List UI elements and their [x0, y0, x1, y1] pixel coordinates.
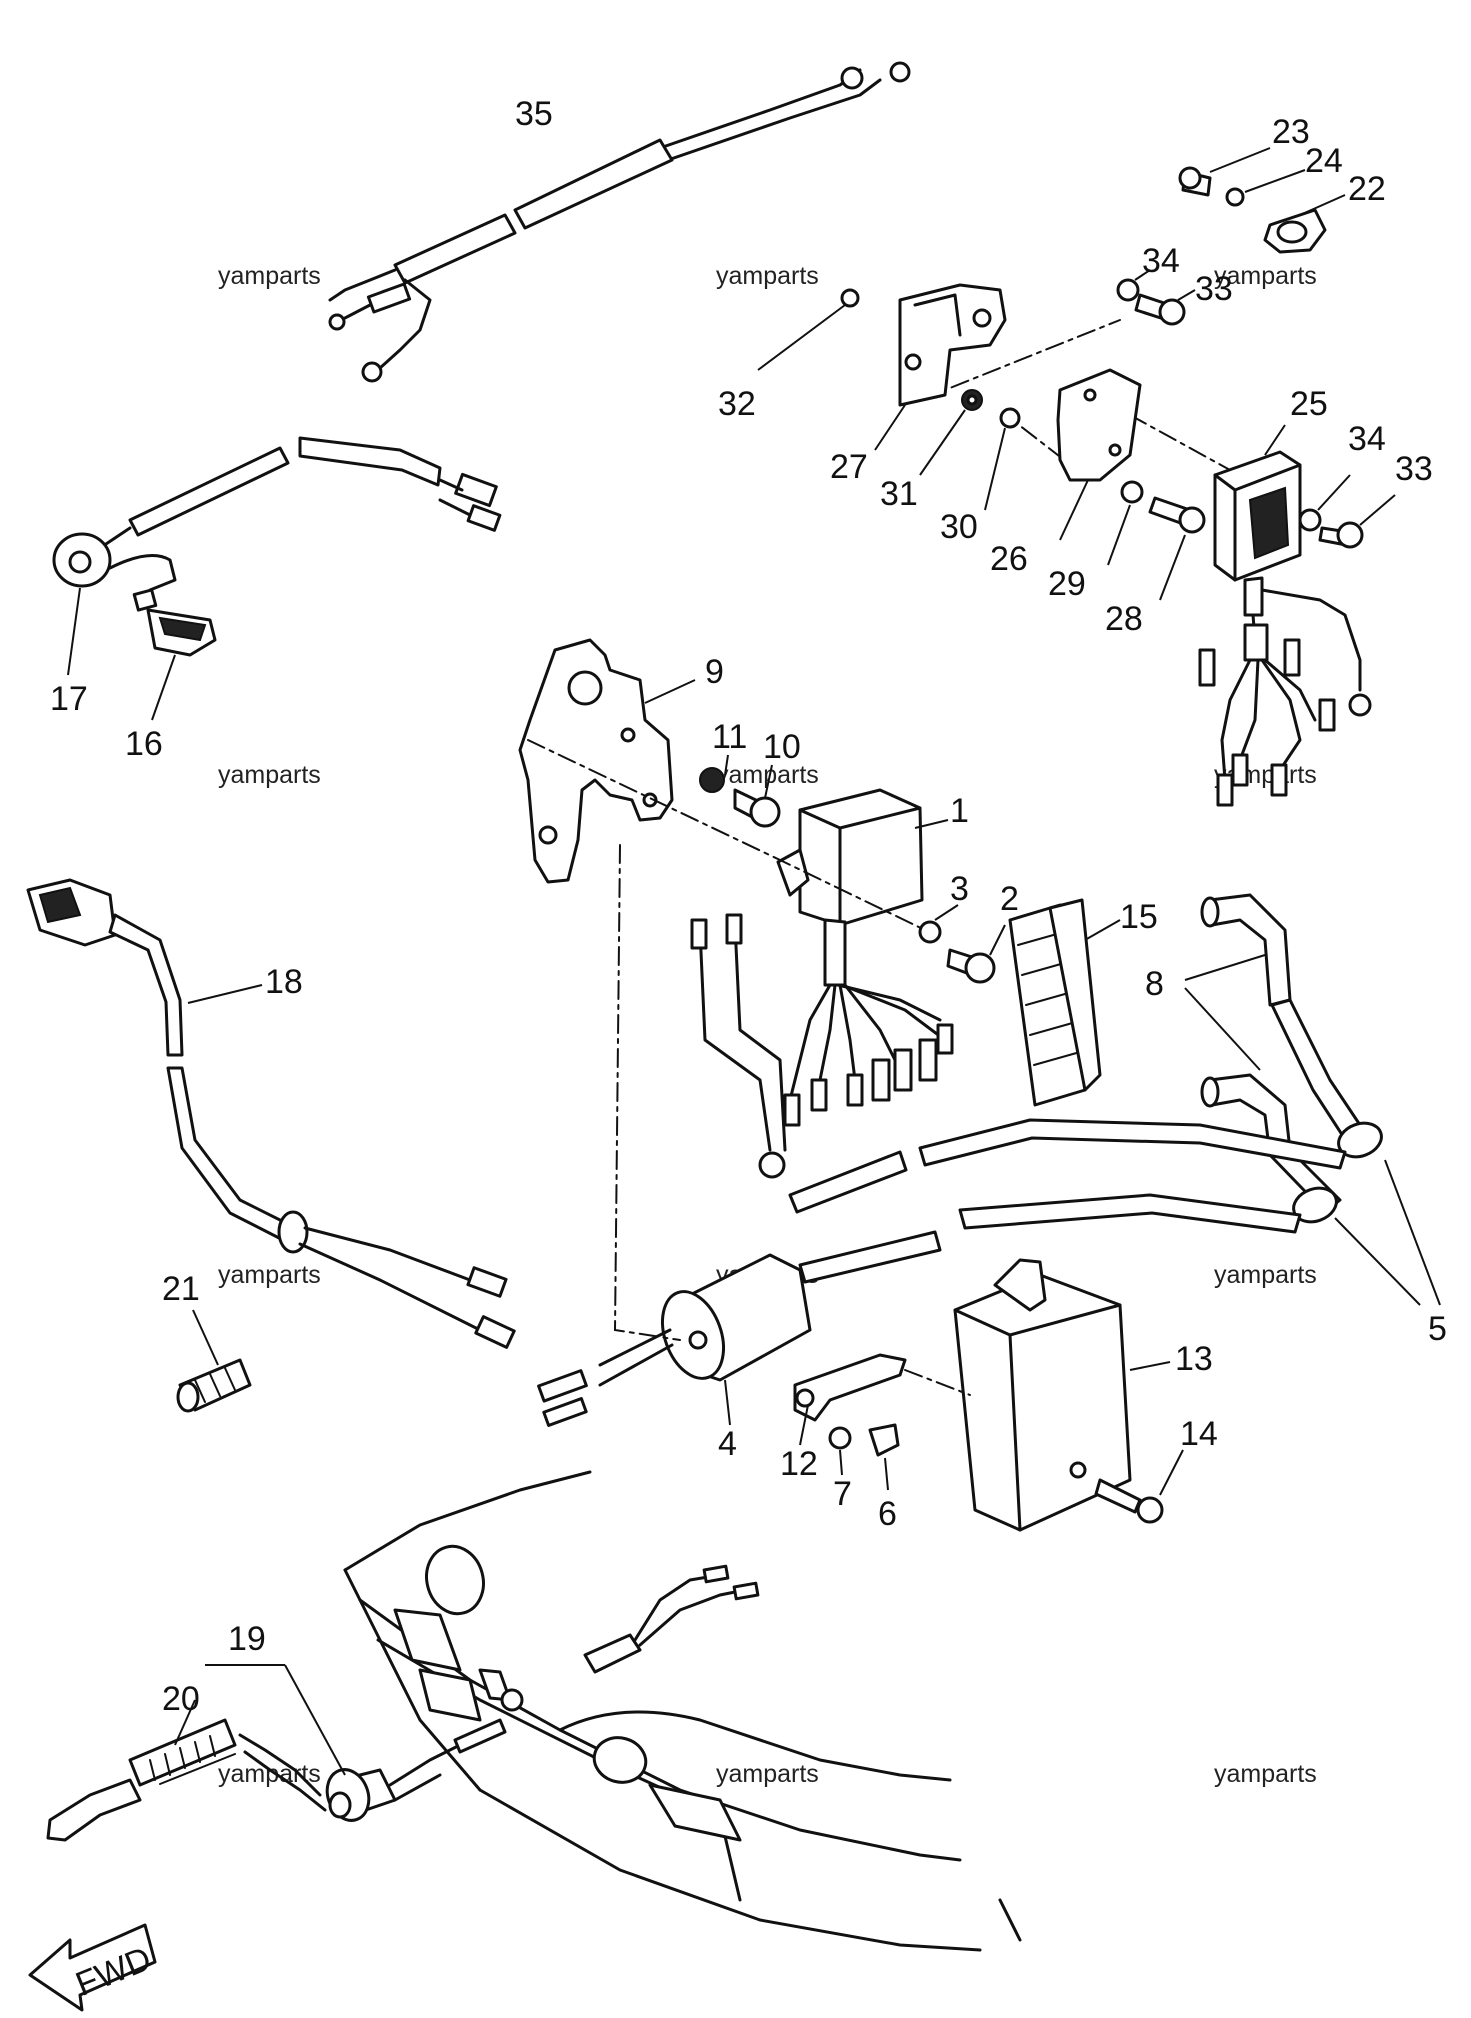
- label-part-6: 6: [878, 1495, 897, 1533]
- parts-2-3-fasteners: [918, 904, 1006, 984]
- label-part-13: 13: [1175, 1340, 1213, 1378]
- part-8-plug-caps: [1184, 893, 1292, 1157]
- part-callouts: 35 23 24 22 34 33 32 25 34 27 33 31 30 2…: [50, 95, 1447, 1718]
- part-17-cable: [52, 436, 502, 676]
- part-21-spring: [176, 1309, 252, 1413]
- label-part-8: 8: [1145, 965, 1164, 1003]
- label-part-16: 16: [125, 725, 163, 763]
- label-part-33b: 33: [1395, 450, 1433, 488]
- watermark: yamparts: [218, 1760, 321, 1788]
- part-19-stop-switch: [205, 1664, 507, 1822]
- label-part-33a: 33: [1195, 270, 1233, 308]
- label-part-20: 20: [162, 1680, 200, 1718]
- watermark: yamparts: [716, 1760, 819, 1788]
- label-part-35: 35: [515, 95, 553, 133]
- part-18-cable: [26, 878, 516, 1349]
- label-part-26: 26: [990, 540, 1028, 578]
- label-part-27: 27: [830, 448, 868, 486]
- label-part-22: 22: [1348, 170, 1386, 208]
- parts-10-11-fasteners: [699, 754, 781, 828]
- part-13-cover: [953, 1258, 1171, 1532]
- parts-33-34-lower: [1298, 474, 1396, 549]
- part-9-bracket: [518, 638, 696, 884]
- label-part-5: 5: [1428, 1310, 1447, 1348]
- label-part-23: 23: [1272, 113, 1310, 151]
- part-15-terminal-block: [1008, 898, 1121, 1107]
- label-part-14: 14: [1180, 1415, 1218, 1453]
- label-part-4: 4: [718, 1425, 737, 1463]
- parts-22-24-clamp: [1178, 147, 1346, 254]
- parts-33-34-upper: [1116, 269, 1196, 326]
- part-35-lead-harness: [328, 61, 911, 383]
- label-part-29: 29: [1048, 565, 1086, 603]
- label-part-31: 31: [880, 475, 918, 513]
- watermark: yamparts: [1214, 1261, 1317, 1289]
- label-part-12: 12: [780, 1445, 818, 1483]
- label-part-2: 2: [1000, 880, 1019, 918]
- label-part-15: 15: [1120, 898, 1158, 936]
- label-part-30: 30: [940, 508, 978, 546]
- label-part-25: 25: [1290, 385, 1328, 423]
- fwd-arrow: FWD: [28, 1923, 157, 2012]
- cowling-lead: [500, 1564, 760, 1712]
- parts-28-29-fasteners: [1107, 480, 1206, 601]
- label-part-19: 19: [228, 1620, 266, 1658]
- label-part-28: 28: [1105, 600, 1143, 638]
- part-4-ignition-coil: [537, 1253, 812, 1427]
- watermark: yamparts: [218, 761, 321, 789]
- watermarks: yamparts yamparts yamparts yamparts yamp…: [218, 262, 1317, 1788]
- part-5-high-tension-leads: [788, 998, 1441, 1306]
- parts-26-32-bracket-set: [757, 283, 1142, 541]
- label-part-34a: 34: [1142, 242, 1180, 280]
- label-part-32: 32: [718, 385, 756, 423]
- watermark: yamparts: [1214, 262, 1317, 290]
- watermark: yamparts: [1214, 1760, 1317, 1788]
- label-part-17: 17: [50, 680, 88, 718]
- part-20-lanyard: [46, 1699, 327, 1842]
- label-part-3: 3: [950, 870, 969, 908]
- watermark: yamparts: [218, 1261, 321, 1289]
- label-part-11: 11: [712, 718, 747, 756]
- label-part-34b: 34: [1348, 420, 1386, 458]
- part-14-screw: [1094, 1449, 1184, 1524]
- bottom-cowling: [343, 1470, 1022, 1952]
- part-25-rectifier: [1198, 424, 1372, 807]
- label-part-9: 9: [705, 653, 724, 691]
- label-part-10: 10: [763, 728, 801, 766]
- watermark: yamparts: [218, 262, 321, 290]
- label-part-7: 7: [833, 1475, 852, 1513]
- label-part-18: 18: [265, 963, 303, 1001]
- label-part-24: 24: [1305, 142, 1343, 180]
- part-1-cdi-unit: [690, 788, 954, 1179]
- watermark: yamparts: [716, 262, 819, 290]
- label-part-21: 21: [162, 1270, 200, 1308]
- parts-6-7-12-fasteners: [793, 1353, 907, 1491]
- part-16-thermo-switch: [132, 588, 217, 721]
- label-part-1: 1: [950, 792, 969, 830]
